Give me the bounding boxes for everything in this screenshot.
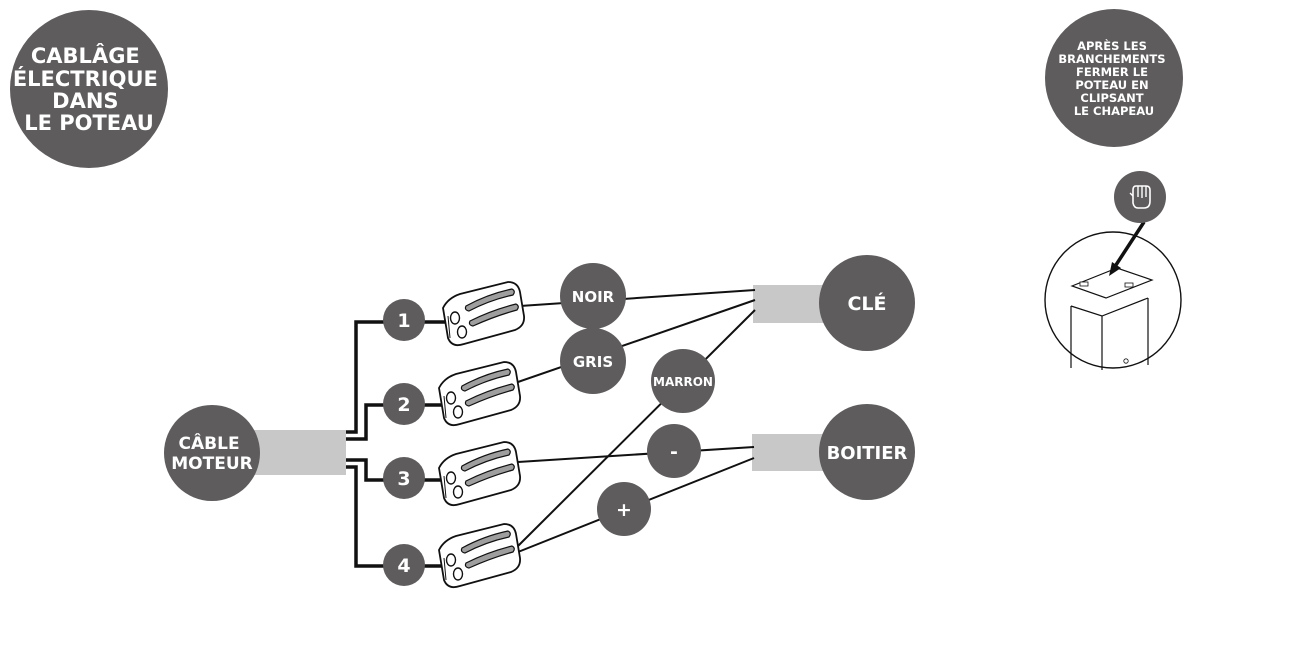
svg-text:APRÈS LES BRANCHEMENTS: APRÈS LES BRANCHEMENTS FERMER LE POTEAU … bbox=[1058, 38, 1169, 118]
wire-label-text: - bbox=[670, 441, 678, 463]
terminal-badge-2: 2 bbox=[383, 383, 425, 425]
destination-badge-boitier: BOITIER bbox=[819, 404, 915, 500]
motor-cable-badge: CÂBLE MOTEUR bbox=[164, 405, 260, 501]
note-line-5: CLIPSANT bbox=[1080, 91, 1143, 105]
svg-text:CABLÂGE ÉLECTRIQUE: CABLÂGE ÉLECTRIQUE DANS LE POTEAU bbox=[13, 43, 165, 135]
box-cable-sheath bbox=[752, 434, 827, 471]
terminal-number: 3 bbox=[397, 468, 410, 490]
motor-cable-sheath bbox=[252, 430, 346, 475]
post-cap-illustration bbox=[1044, 221, 1182, 370]
wire-label-text: NOIR bbox=[572, 288, 615, 306]
title-badge: CABLÂGE ÉLECTRIQUE DANS LE POTEAU bbox=[10, 10, 168, 168]
wire-label-marron: MARRON bbox=[651, 349, 715, 413]
note-line-1: APRÈS LES bbox=[1077, 38, 1147, 53]
hand-pointer-icon bbox=[1114, 171, 1166, 223]
motor-cable-wires bbox=[346, 320, 404, 568]
terminal-badge-4: 4 bbox=[383, 544, 425, 586]
svg-text:CÂBLE MOTEUR: CÂBLE MOTEUR bbox=[171, 432, 252, 474]
title-line-1: CABLÂGE bbox=[31, 43, 140, 68]
instruction-badge: APRÈS LES BRANCHEMENTS FERMER LE POTEAU … bbox=[1045, 9, 1183, 147]
destination-label: CLÉ bbox=[847, 292, 886, 315]
note-line-4: POTEAU EN bbox=[1075, 78, 1148, 92]
terminal-number: 2 bbox=[397, 394, 410, 416]
wire-label-minus: - bbox=[647, 424, 701, 478]
wago-connector-icon bbox=[438, 361, 521, 427]
wago-connector-icon bbox=[438, 523, 521, 589]
wire-label-text: MARRON bbox=[653, 375, 713, 389]
key-cable-sheath bbox=[753, 285, 826, 323]
title-line-2: ÉLECTRIQUE bbox=[13, 66, 158, 91]
motor-cable-line-1: CÂBLE bbox=[179, 432, 240, 454]
terminal-badge-1: 1 bbox=[383, 299, 425, 341]
wire-label-text: + bbox=[616, 499, 632, 521]
terminal-number: 1 bbox=[397, 310, 410, 332]
wire-label-plus: + bbox=[597, 482, 651, 536]
motor-cable-line-2: MOTEUR bbox=[171, 454, 252, 474]
note-line-6: LE CHAPEAU bbox=[1074, 104, 1154, 118]
wire-label-text: GRIS bbox=[573, 353, 613, 371]
wire-label-gris: GRIS bbox=[560, 328, 626, 394]
terminal-number: 4 bbox=[397, 555, 410, 577]
note-line-2: BRANCHEMENTS bbox=[1058, 52, 1165, 66]
wires bbox=[517, 289, 756, 553]
note-line-3: FERMER LE bbox=[1076, 65, 1148, 79]
destination-label: BOITIER bbox=[827, 443, 908, 464]
destination-badge-cle: CLÉ bbox=[819, 255, 915, 351]
title-line-4: LE POTEAU bbox=[24, 111, 154, 135]
title-line-3: DANS bbox=[52, 89, 118, 113]
wago-connector-icon bbox=[442, 281, 525, 347]
terminal-badge-3: 3 bbox=[383, 457, 425, 499]
wire-label-noir: NOIR bbox=[560, 263, 626, 329]
terminal-stubs bbox=[420, 320, 446, 568]
wago-connector-icon bbox=[438, 441, 521, 507]
